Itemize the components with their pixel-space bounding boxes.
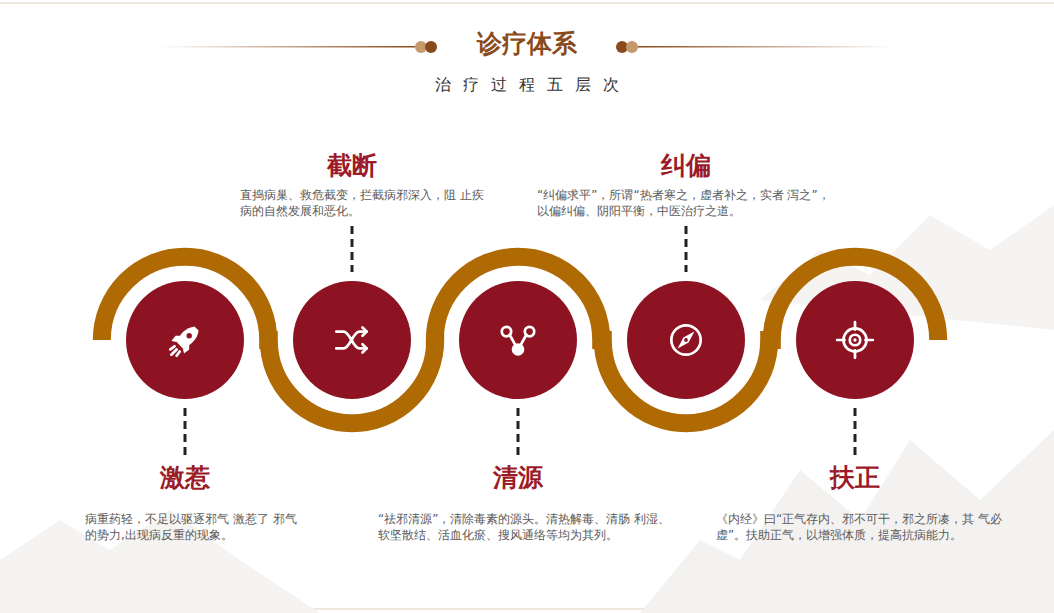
stage-circle: 扶正《内经》曰“正气存内、邪不可干，邪之所凑，其 气必虚”。扶助正气，以增强体质… (796, 281, 914, 399)
stage-icon (330, 318, 374, 362)
stage-heading: 激惹 (85, 462, 285, 494)
title-dot (425, 41, 437, 53)
stage-circle: 清源“祛邪清源”，清除毒素的源头。清热解毒、清肠 利湿、软坚散结、活血化瘀、搜风… (459, 281, 577, 399)
title-dot (626, 41, 638, 53)
stage-heading: 纠偏 (586, 150, 786, 182)
leader-dash (517, 408, 520, 455)
leader-dash (351, 226, 354, 272)
stage-icon (664, 318, 708, 362)
leader-dash (685, 226, 688, 272)
mountain-wash (0, 510, 320, 613)
stage-heading: 清源 (418, 462, 618, 494)
stage-description: 病重药轻，不足以驱逐邪气 激惹了 邪气的势力,出现病反重的现象。 (85, 511, 299, 543)
leader-dash (184, 408, 187, 455)
stage-heading: 截断 (252, 150, 452, 182)
subtitle: 治疗过程五层次 (327, 74, 727, 96)
stage-heading: 扶正 (755, 462, 955, 494)
stage-icon (833, 318, 877, 362)
title-rule-left (160, 46, 415, 48)
leader-dash (854, 408, 857, 455)
stage-circle: 激惹病重药轻，不足以驱逐邪气 激惹了 邪气的势力,出现病反重的现象。 (126, 281, 244, 399)
stage-description: 直捣病巢、救危截变，拦截病邪深入，阻 止疾病的自然发展和恶化。 (240, 187, 486, 219)
stage-description: “纠偏求平”，所谓“热者寒之，虚者补之，实者 泻之”，以偏纠偏、阴阳平衡，中医治… (537, 187, 833, 219)
stage-description: “祛邪清源”，清除毒素的源头。清热解毒、清肠 利湿、软坚散结、活血化瘀、搜风通络… (378, 511, 682, 543)
title-rule-right (638, 46, 893, 48)
top-rule (0, 2, 1054, 4)
stage-description: 《内经》曰“正气存内、邪不可干，邪之所凑，其 气必虚”。扶助正气，以增强体质，提… (716, 511, 1026, 543)
stage-circle: 截断直捣病巢、救危截变，拦截病邪深入，阻 止疾病的自然发展和恶化。 (293, 281, 411, 399)
stage-circle: 纠偏“纠偏求平”，所谓“热者寒之，虚者补之，实者 泻之”，以偏纠偏、阴阳平衡，中… (627, 281, 745, 399)
stage-icon (163, 318, 207, 362)
stage-icon (496, 318, 540, 362)
mountain-wash (640, 430, 1054, 613)
diagram-title: 诊疗体系 (327, 28, 727, 60)
